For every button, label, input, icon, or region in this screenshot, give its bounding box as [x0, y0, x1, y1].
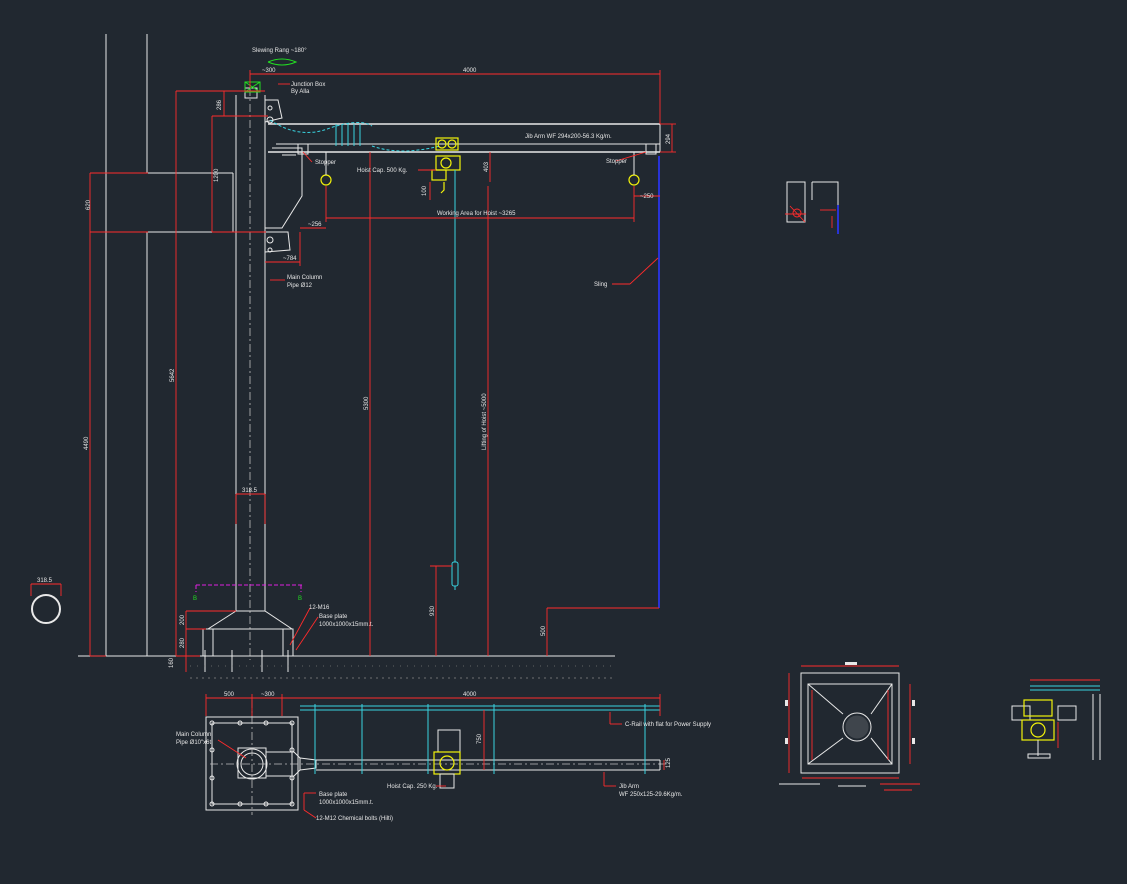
- junction-box-sub: By Alla: [291, 89, 310, 95]
- hoist-cap-label: Hoist Cap. 500 Kg.: [357, 168, 408, 174]
- lifting-label: Lifting of Hoist ~5000: [482, 393, 488, 450]
- elevation-dimensions: [89, 70, 676, 672]
- dim-403: 403: [484, 161, 490, 172]
- main-column-pipe: [235, 81, 266, 660]
- plan-bolts: [209, 720, 295, 807]
- plan-view: 500 ~300 4000 Main Column Pipe Ø10"x6t C…: [176, 692, 711, 822]
- dim-930: 930: [430, 605, 436, 616]
- column-base: B B: [193, 584, 304, 672]
- section-mark-left: B: [193, 596, 197, 602]
- slewing-arc: [267, 58, 298, 66]
- section-mark-right: B: [298, 596, 302, 602]
- dim-256: ~256: [308, 222, 322, 228]
- base-plate-detail: [779, 662, 920, 791]
- main-column-sub: Pipe Ø12: [287, 283, 313, 289]
- hoist-detail: [1011, 679, 1101, 760]
- slewing-label: Slewing Rang ~180°: [252, 48, 307, 54]
- plan-jib-arm-label: Jib Arm: [619, 784, 639, 790]
- base-plate-label: Base plate: [319, 614, 348, 620]
- stopper-right-label: Stopper: [606, 159, 627, 165]
- plan-dim-750: 750: [477, 733, 483, 744]
- dim-5300: 5300: [364, 396, 370, 410]
- stopper-left-label: Stopper: [315, 160, 336, 166]
- jib-bracket: [264, 99, 303, 253]
- dim-300-top: ~300: [262, 68, 276, 74]
- pipe-section: 318.5: [30, 578, 62, 624]
- c-rail-label: C-Rail with flat for Power Supply: [625, 722, 711, 728]
- dim-5642: 5642: [170, 368, 176, 382]
- bolts-label: 12-M16: [309, 605, 330, 611]
- plan-dim-4000: 4000: [463, 692, 477, 698]
- plan-main-column-label: Main Column: [176, 732, 211, 738]
- stoppers: [297, 143, 657, 186]
- building-column: [105, 34, 234, 656]
- hoist-rope: [451, 170, 459, 590]
- plan-dim-300: ~300: [261, 692, 275, 698]
- plan-base-plate-label: Base plate: [319, 792, 348, 798]
- dim-318-column: 318.5: [242, 488, 258, 494]
- festoon-cable: [269, 119, 441, 152]
- dim-160: 160: [169, 657, 175, 668]
- base-plate-sub: 1000x1000x15mm.t.: [319, 622, 374, 628]
- plan-jib-arm-sub: WF 250x125-29.6Kg/m.: [619, 792, 683, 798]
- bracket-detail: [785, 181, 839, 234]
- dim-4490: 4490: [84, 436, 90, 450]
- elevation-view: B B: [78, 34, 676, 679]
- dim-4000-top: 4000: [463, 68, 477, 74]
- dim-318-circle: 318.5: [37, 578, 53, 584]
- working-area-label: Working Area for Hoist ~3265: [437, 211, 516, 217]
- jib-arm-label: Jib Arm WF 294x200-56.3 Kg/m.: [525, 134, 612, 140]
- main-column-label: Main Column: [287, 275, 322, 281]
- dim-250: ~250: [640, 194, 654, 200]
- junction-box-label: Junction Box: [291, 82, 325, 88]
- jib-arm-beam: [268, 123, 661, 153]
- sling-label: Sling: [594, 282, 607, 288]
- dim-280: 280: [180, 637, 186, 648]
- dim-294: 294: [666, 133, 672, 144]
- plan-hoist: [433, 729, 461, 789]
- plan-hoist-cap-label: Hoist Cap. 250 Kg.: [387, 784, 438, 790]
- chem-bolts-label: 12-M12 Chemical bolts (Hilti): [316, 816, 393, 822]
- dim-500-right: 500: [541, 625, 547, 636]
- plan-dim-500: 500: [224, 692, 235, 698]
- dim-620: 620: [86, 199, 92, 210]
- hoist-unit: [431, 137, 461, 194]
- dim-200: 200: [180, 614, 186, 625]
- dim-286: 286: [217, 99, 223, 110]
- dim-784: ~784: [283, 256, 297, 262]
- dim-1200: 1200: [214, 168, 220, 182]
- dim-100: 100: [422, 185, 428, 196]
- plan-dim-125: 125: [666, 757, 672, 768]
- plan-base-plate-sub: 1000x1000x15mm.t.: [319, 800, 374, 806]
- ground: [78, 655, 615, 679]
- plan-main-column-sub: Pipe Ø10"x6t: [176, 740, 211, 746]
